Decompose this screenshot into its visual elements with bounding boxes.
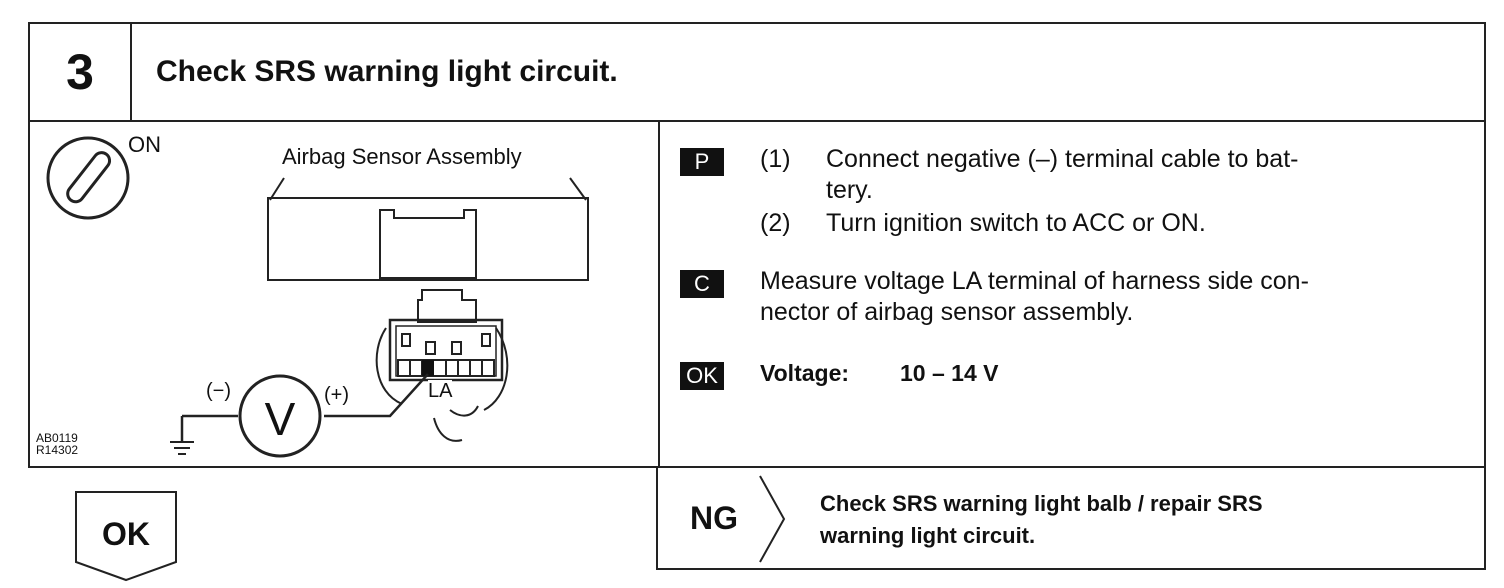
airbag-sensor-assembly-icon bbox=[267, 177, 589, 281]
ignition-switch-icon bbox=[46, 136, 130, 220]
step-body: ON Airbag Sensor Assembly (−) (+) V LA A… bbox=[28, 120, 1486, 468]
ng-chevron-icon bbox=[759, 475, 786, 563]
harness-connector-icon bbox=[375, 289, 509, 442]
check-line: Measure voltage LA terminal of harness s… bbox=[760, 267, 1309, 295]
procedure-step-text: Connect negative (–) terminal cable to b… bbox=[826, 144, 1466, 206]
step-number: 3 bbox=[30, 24, 132, 120]
voltmeter-leads bbox=[170, 373, 429, 455]
spec-value: 10 – 14 V bbox=[900, 360, 999, 386]
wiring-diagram bbox=[46, 136, 589, 458]
assembly-label: Airbag Sensor Assembly bbox=[282, 144, 522, 169]
wiring-illustration: ON Airbag Sensor Assembly (−) (+) V LA A… bbox=[30, 122, 658, 468]
minus-label: (−) bbox=[206, 380, 231, 402]
plus-label: (+) bbox=[324, 384, 349, 406]
ng-result-box: NG Check SRS warning light balb / repair… bbox=[656, 466, 1486, 570]
procedure-step-line: Connect negative (–) terminal cable to b… bbox=[826, 145, 1299, 173]
ok-result-arrow bbox=[75, 491, 177, 582]
column-divider bbox=[658, 122, 660, 468]
check-tag: C bbox=[680, 270, 724, 298]
terminal-label: LA bbox=[428, 380, 453, 403]
ok-tag: OK bbox=[680, 362, 724, 390]
ng-result-action: Check SRS warning light balb / repair SR… bbox=[820, 488, 1263, 552]
procedure-step-line: tery. bbox=[826, 176, 873, 204]
voltmeter-label: V bbox=[264, 393, 296, 445]
figure-code-line: R14302 bbox=[36, 443, 79, 457]
voltmeter-icon bbox=[238, 374, 322, 458]
prepare-tag: P bbox=[680, 148, 724, 176]
check-instruction: Measure voltage LA terminal of harness s… bbox=[760, 266, 1460, 328]
ng-result-label: NG bbox=[690, 500, 738, 536]
ignition-on-label: ON bbox=[128, 132, 161, 157]
check-line: nector of airbag sensor assembly. bbox=[760, 298, 1134, 326]
procedure-step-text: Turn ignition switch to ACC or ON. bbox=[826, 209, 1206, 237]
ng-action-line: warning light circuit. bbox=[820, 523, 1036, 548]
figure-code-line: AB0119 bbox=[36, 431, 78, 445]
ng-action-line: Check SRS warning light balb / repair SR… bbox=[820, 491, 1263, 516]
procedure-step-number: (2) bbox=[760, 209, 791, 237]
procedure-step-number: (1) bbox=[760, 145, 791, 173]
step-header: 3 Check SRS warning light circuit. bbox=[28, 22, 1486, 122]
step-title: Check SRS warning light circuit. bbox=[156, 55, 618, 88]
figure-code: AB0119 R14302 bbox=[36, 432, 78, 456]
spec-label: Voltage: bbox=[760, 360, 850, 386]
ok-result-label: OK bbox=[102, 516, 150, 552]
